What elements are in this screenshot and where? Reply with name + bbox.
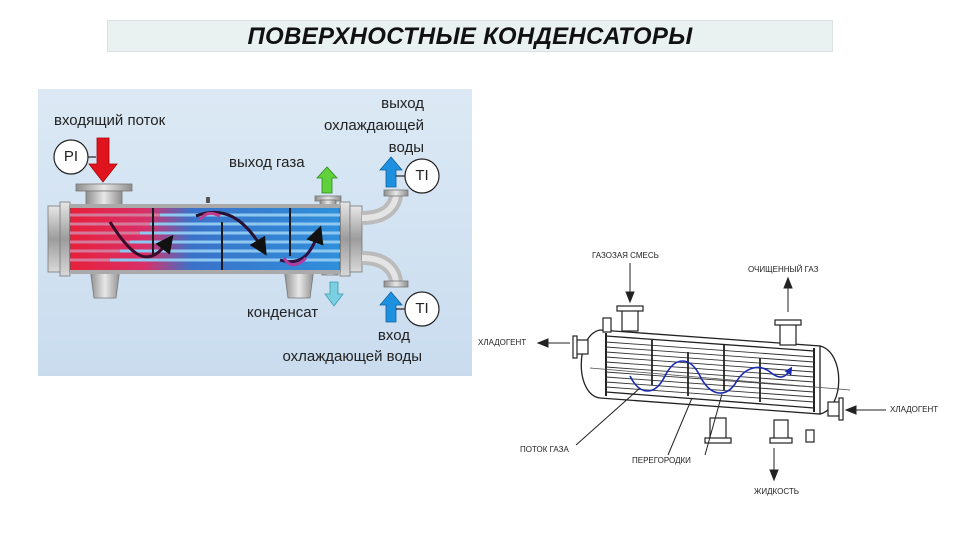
- label-ti-bottom: TI: [415, 300, 429, 317]
- label-gas-out: выход газа: [229, 154, 305, 171]
- label-cooling-in-1: вход: [377, 327, 410, 344]
- label-gas-flow: ПОТОК ГАЗА: [520, 445, 569, 454]
- label-cooling-out-3: воды: [388, 139, 424, 156]
- cooling-in-arrow-icon: [379, 291, 403, 323]
- gas-flow-path: [629, 360, 793, 394]
- label-cooling-out-1: выход: [381, 95, 424, 112]
- label-clean-gas: ОЧИЩЕННЫЙ ГАЗ: [748, 265, 819, 274]
- label-inlet-flow: входящий поток: [54, 112, 166, 129]
- label-cooling-in-2: охлаждающей воды: [282, 348, 422, 365]
- label-cooling-out-2: охлаждающей: [323, 117, 424, 134]
- inlet-arrow-icon: [88, 137, 118, 183]
- gas-out-arrow-icon: [316, 166, 338, 194]
- label-ti-top: TI: [415, 167, 429, 184]
- label-coolant-right: ХЛАДОГЕНТ: [890, 405, 939, 414]
- page-title: ПОВЕРХНОСТНЫЕ КОНДЕНСАТОРЫ: [247, 23, 693, 50]
- label-baffles: ПЕРЕГОРОДКИ: [632, 456, 691, 465]
- baffles-left: [152, 208, 291, 270]
- label-liquid: ЖИДКОСТЬ: [754, 487, 799, 496]
- baffles-right: [651, 340, 761, 402]
- cooling-out-arrow-icon: [379, 156, 403, 188]
- label-gas-mixture: ГАЗОЗАЯ СМЕСЬ: [592, 251, 659, 260]
- label-pi: PI: [63, 148, 79, 165]
- label-coolant-left: ХЛАДОГЕНТ: [478, 338, 527, 347]
- tube-lines: [605, 341, 815, 403]
- condensate-arrow-icon: [324, 281, 344, 307]
- label-condensate: конденсат: [247, 304, 319, 321]
- title-bar: ПОВЕРХНОСТНЫЕ КОНДЕНСАТОРЫ: [107, 20, 833, 52]
